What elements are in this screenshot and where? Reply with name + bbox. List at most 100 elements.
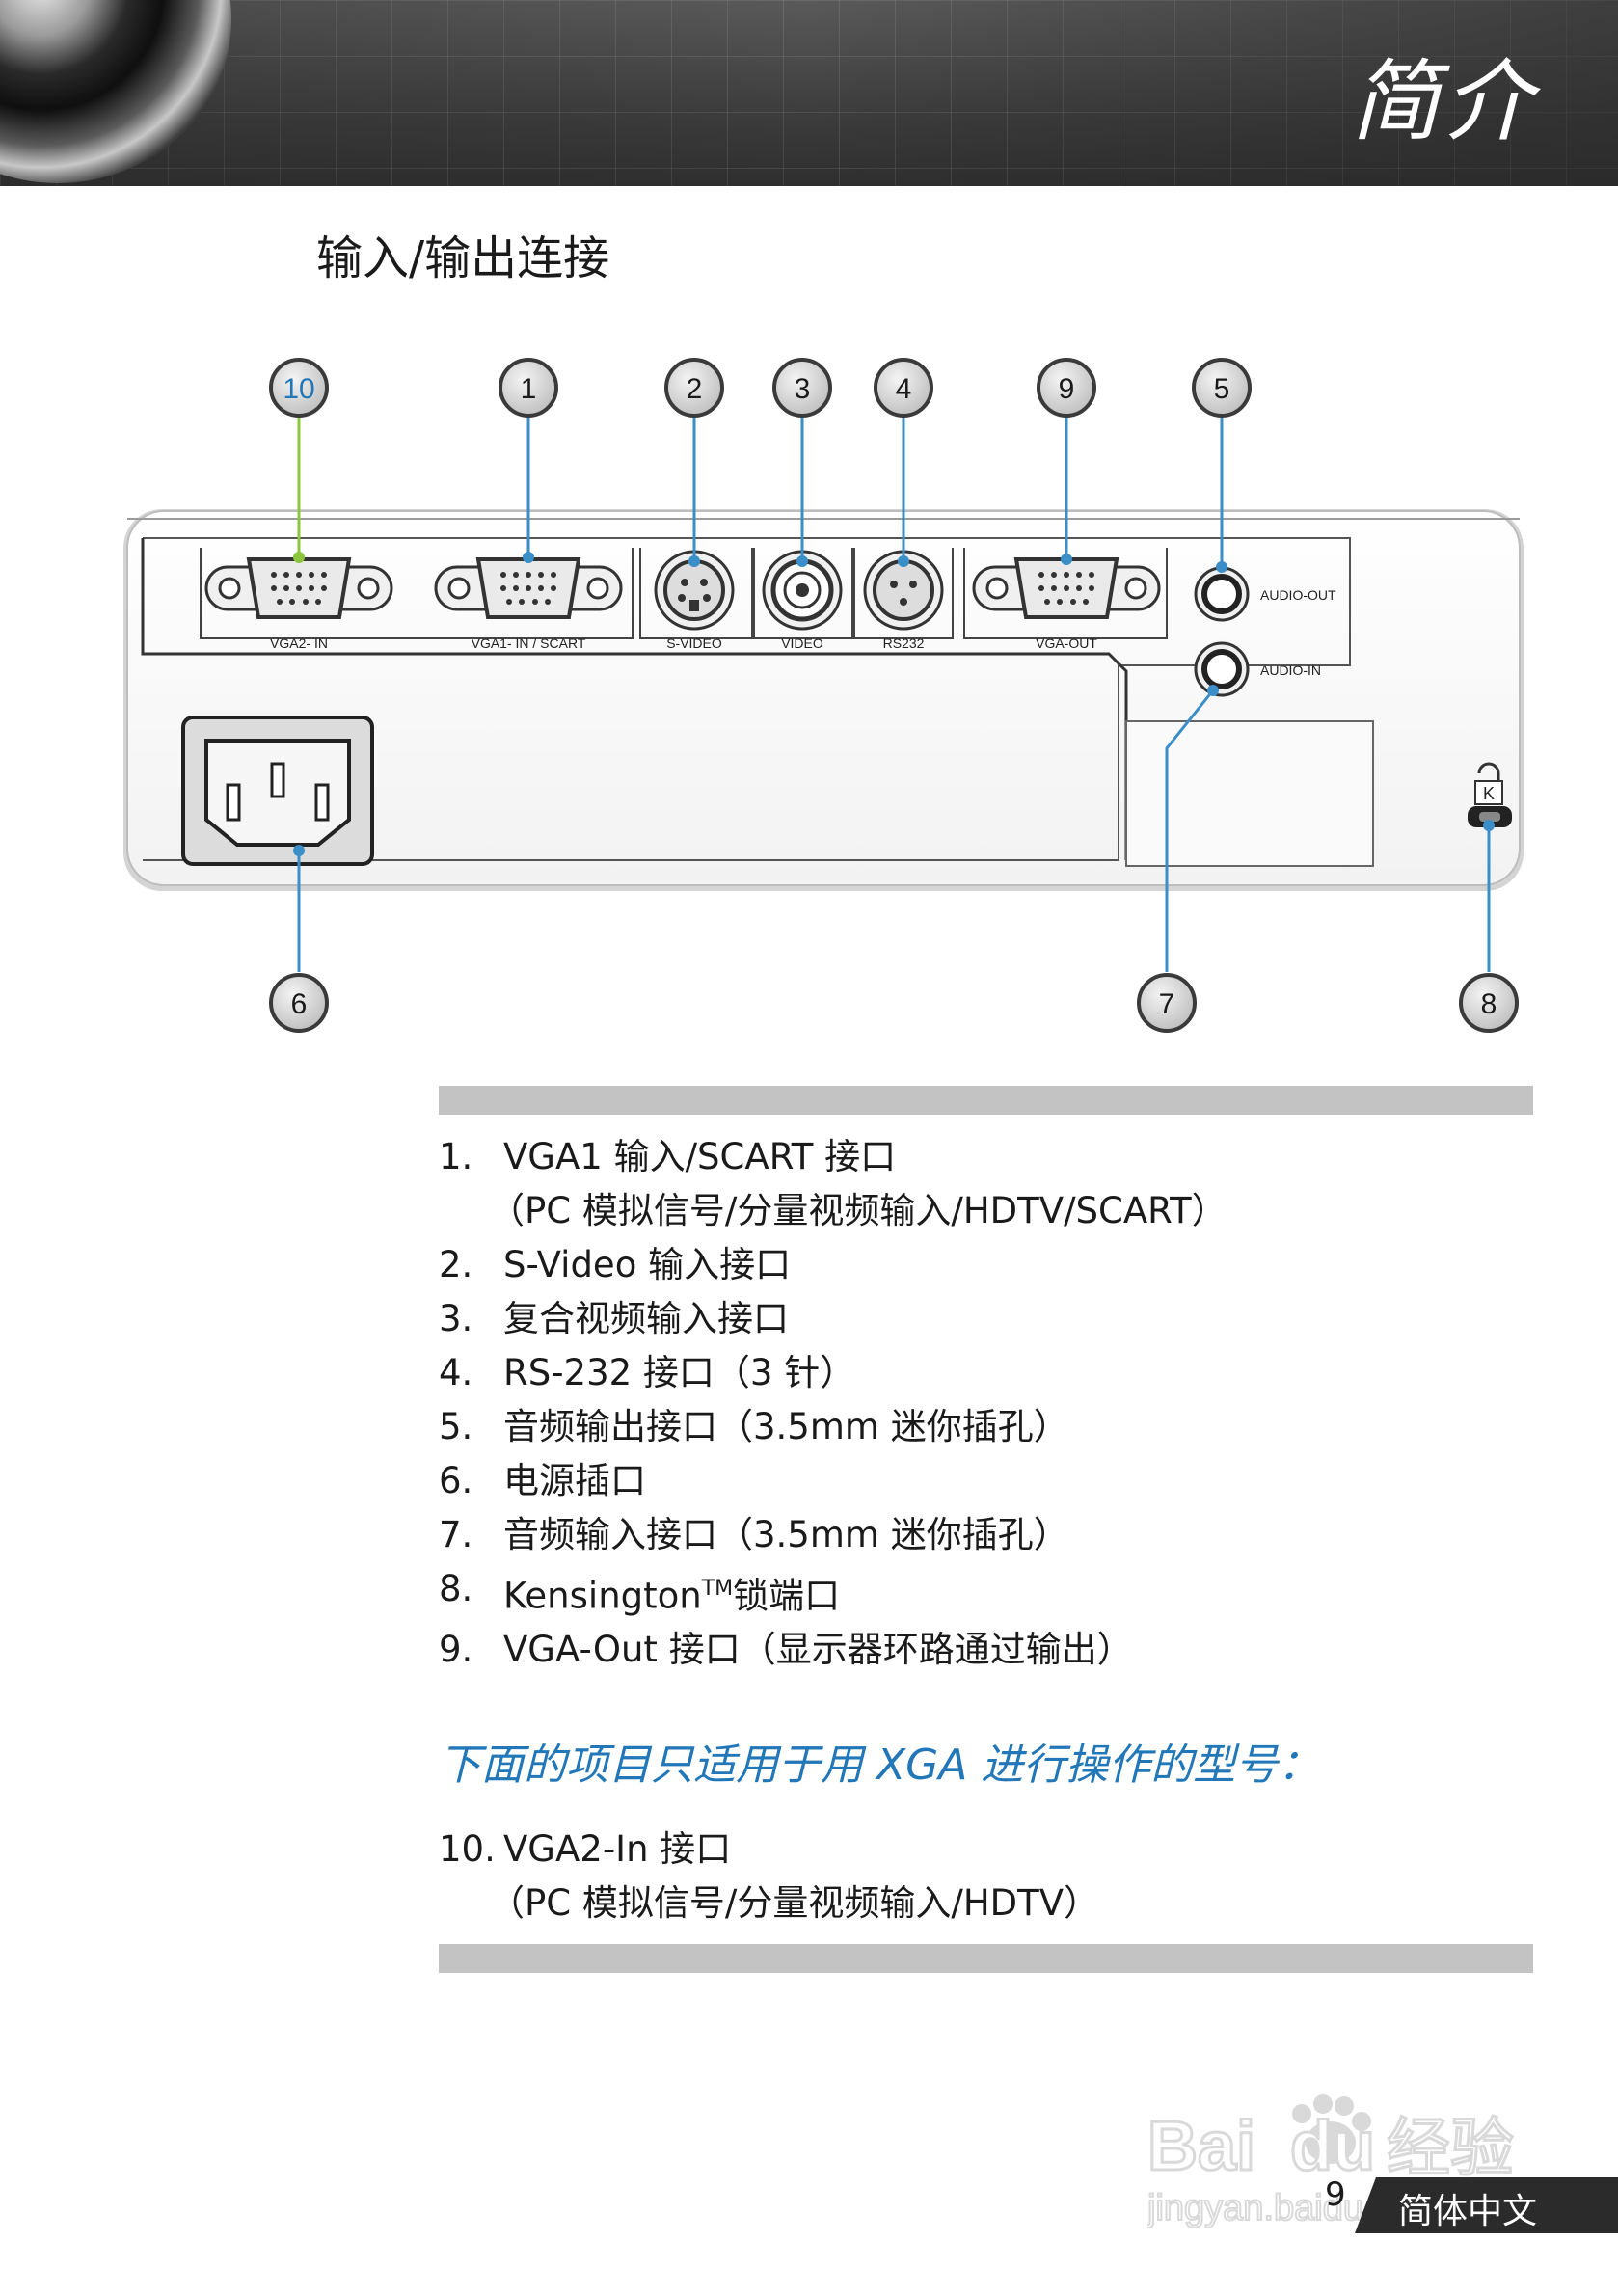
list-item-subtext-text: （PC 模拟信号/分量视频输入/HDTV） — [489, 1882, 1100, 1924]
list-item-text: RS-232 接口（3 针） — [503, 1352, 856, 1393]
callout-badge: 7 — [1137, 973, 1197, 1033]
audio-in-jack — [1194, 641, 1250, 697]
baidu-watermark-svg: Bai du 经验 jingyan.baidu.com — [1146, 2094, 1516, 2229]
footer-tab — [1355, 2177, 1618, 2233]
callout-number: 10 — [283, 373, 314, 405]
callout-number: 4 — [896, 373, 912, 405]
kensington-letter: K — [1483, 784, 1495, 803]
callout-circle — [269, 973, 329, 1033]
callout-badge: 1 — [499, 358, 558, 418]
audio-in-label: AUDIO-IN — [1260, 662, 1321, 678]
watermark-brand-du: du — [1290, 2108, 1375, 2185]
list-item-text: VGA1 输入/SCART 接口 — [503, 1136, 897, 1177]
callout-circle — [1192, 358, 1252, 418]
list-item: 2. S-Video 输入接口 — [439, 1238, 1533, 1292]
callout-dots — [293, 552, 1495, 856]
list-item-number: 1. — [439, 1136, 473, 1177]
list-item-text-suffix: 锁端口 — [733, 1575, 841, 1617]
list-item-text: 音频输出接口（3.5mm 迷你插孔） — [503, 1406, 1069, 1447]
list-item: 4. RS-232 接口（3 针） — [439, 1346, 1533, 1400]
list-item-subtext: （PC 模拟信号/分量视频输入/HDTV/SCART） — [439, 1184, 1533, 1238]
vga-out-port — [972, 557, 1161, 619]
callout-badge: 3 — [772, 358, 832, 418]
header-shade — [0, 0, 1618, 186]
list-item-text: VGA2-In 接口 — [503, 1828, 732, 1870]
connector-list: 1. VGA1 输入/SCART 接口 （PC 模拟信号/分量视频输入/HDTV/S… — [439, 1130, 1533, 1677]
list-item-text: VGA-Out 接口（显示器环路通过输出） — [503, 1629, 1133, 1671]
s-video-label: S-VIDEO — [666, 635, 722, 651]
list-row: 5. 音频输出接口（3.5mm 迷你插孔） — [439, 1400, 1533, 1454]
callout-number: 8 — [1481, 988, 1497, 1020]
callout-number: 1 — [521, 373, 537, 405]
list-item-number: 2. — [439, 1244, 473, 1285]
callout-number: 2 — [687, 373, 703, 405]
list-item-number: 8. — [439, 1568, 473, 1609]
list-item-number: 5. — [439, 1406, 473, 1447]
video-label: VIDEO — [781, 635, 823, 651]
callout-circle — [1459, 973, 1519, 1033]
list-row: 1. VGA1 输入/SCART 接口 — [439, 1130, 1533, 1184]
callout-badge: 4 — [874, 358, 933, 418]
callout-badge: 2 — [664, 358, 724, 418]
kensington-lock-icon: K — [1468, 762, 1512, 827]
watermark-brand: Bai — [1147, 2108, 1255, 2185]
callout-circle — [499, 358, 558, 418]
chapter-title: 简介 — [1350, 50, 1536, 153]
watermark-suffix: 经验 — [1387, 2111, 1514, 2185]
list-item-text: 音频输入接口（3.5mm 迷你插孔） — [503, 1514, 1069, 1555]
vga-out-label: VGA-OUT — [1036, 635, 1097, 651]
list-item: 7. 音频输入接口（3.5mm 迷你插孔） — [439, 1508, 1533, 1562]
callout-circle — [772, 358, 832, 418]
callout-badges: 10 1 2 3 4 9 5 6 7 8 — [269, 358, 1519, 1033]
vga1-in-port — [434, 557, 623, 619]
list-row: 7. 音频输入接口（3.5mm 迷你插孔） — [439, 1508, 1533, 1562]
baidu-watermark: Bai du 经验 jingyan.baidu.com — [1146, 2093, 1552, 2237]
list-item-number: 4. — [439, 1352, 473, 1393]
callout-badge: 5 — [1192, 358, 1252, 418]
callout-badge: 10 — [269, 358, 329, 418]
callout-circle — [1137, 973, 1197, 1033]
list-item-text: S-Video 输入接口 — [503, 1244, 792, 1285]
list-row: 8. KensingtonTM锁端口 — [439, 1562, 1533, 1623]
list-row: 2. S-Video 输入接口 — [439, 1238, 1533, 1292]
callout-badge: 8 — [1459, 973, 1519, 1033]
callout-number: 5 — [1214, 373, 1230, 405]
list-row: 10.VGA2-In 接口 — [439, 1823, 1533, 1877]
xga-note: 下面的项目只适用于用 XGA 进行操作的型号： — [439, 1741, 1321, 1790]
rear-panel-svg: VGA2- IN VGA1- IN / SCART S-VIDEO — [123, 358, 1524, 1033]
list-item-number: 9. — [439, 1629, 473, 1671]
list-item-subtext-text: （PC 模拟信号/分量视频输入/HDTV/SCART） — [489, 1190, 1227, 1231]
list-item: 10.VGA2-In 接口 （PC 模拟信号/分量视频输入/HDTV） — [439, 1823, 1533, 1931]
vga2-in-label: VGA2- IN — [270, 635, 328, 651]
callout-dots-green — [293, 552, 305, 563]
paw-icon — [1292, 2094, 1371, 2164]
callout-number: 7 — [1159, 988, 1175, 1020]
list-item-text: 电源插口 — [503, 1460, 646, 1501]
trademark-mark: TM — [701, 1577, 734, 1601]
list-item-number: 6. — [439, 1460, 473, 1501]
list-item-number: 7. — [439, 1514, 473, 1555]
vent-grille — [1125, 720, 1374, 867]
list-row: 9. VGA-Out 接口（显示器环路通过输出） — [439, 1623, 1533, 1677]
list-item-number: 10. — [439, 1828, 496, 1870]
callout-circle — [269, 358, 329, 418]
footer-language: 简体中文 — [1398, 2192, 1538, 2231]
list-item-text-main: Kensington — [503, 1575, 702, 1617]
callout-number: 6 — [291, 988, 308, 1020]
s-video-port — [654, 550, 735, 631]
section-title: 输入/输出连接 — [316, 231, 610, 285]
list-item-text: KensingtonTM锁端口 — [503, 1562, 840, 1623]
list-item-number: 3. — [439, 1298, 473, 1339]
list-item-text: 复合视频输入接口 — [503, 1298, 789, 1339]
list-item: 9. VGA-Out 接口（显示器环路通过输出） — [439, 1623, 1533, 1677]
callout-badge: 9 — [1037, 358, 1096, 418]
callout-circle — [664, 358, 724, 418]
callout-badge: 6 — [269, 973, 329, 1033]
callout-number: 9 — [1059, 373, 1075, 405]
list-row: 4. RS-232 接口（3 针） — [439, 1346, 1533, 1400]
audio-out-jack — [1194, 566, 1250, 622]
connector-list-xga: 10.VGA2-In 接口 （PC 模拟信号/分量视频输入/HDTV） — [439, 1823, 1533, 1931]
power-socket — [181, 716, 374, 866]
divider-bar-bottom — [439, 1944, 1533, 1973]
list-item: 5. 音频输出接口（3.5mm 迷你插孔） — [439, 1400, 1533, 1454]
